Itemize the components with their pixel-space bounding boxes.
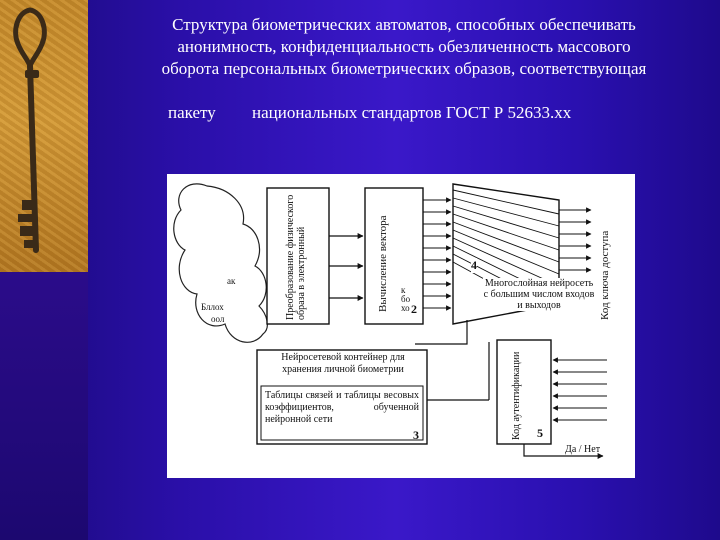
- block-image-conversion: [266, 187, 330, 325]
- cloud-text-a: ак: [227, 276, 236, 286]
- slide-title-line-1: Структура биометрических автоматов, спос…: [172, 15, 636, 34]
- block2-sub-label: к бо хо: [401, 285, 411, 313]
- block-auth-code: [496, 339, 552, 445]
- neuro-number: 4: [471, 258, 477, 273]
- cloud-text-c: оол: [211, 314, 225, 324]
- slide-title-line-2: анонимность, конфиденциальность обезличе…: [177, 37, 631, 56]
- block1-label: Преобразование физического образа в элек…: [285, 194, 307, 320]
- auth-code-label: Код аутентификации: [511, 351, 522, 440]
- slide-title-word-right: национальных стандартов ГОСТ Р 52633.хх: [252, 103, 572, 122]
- access-code-label: Код ключа доступа: [599, 230, 611, 320]
- yes-no-label: Да / Нет: [565, 444, 601, 455]
- slide-title-word-left: пакету: [168, 103, 216, 122]
- tables-label: Таблицы связей и таблицы весовых коэффиц…: [265, 390, 419, 425]
- block-weight-tables: [260, 385, 424, 441]
- block-vector-computation: [364, 187, 424, 325]
- block2-label: Вычисление вектора: [377, 215, 389, 312]
- slide-title-line-3: оборота персональных биометрических обра…: [161, 59, 647, 78]
- antique-key-image: [13, 7, 47, 253]
- container-label: Нейросетевой контейнер для хранения личн…: [281, 352, 405, 375]
- diagram-drawing: [173, 183, 607, 459]
- container-number: 3: [413, 428, 419, 442]
- neuro-label: Многослойная нейросеть с большим числом …: [483, 278, 595, 311]
- biometric-structure-diagram: Преобразование физического образа в элек…: [167, 174, 635, 478]
- auth-number: 5: [537, 426, 543, 440]
- block2-number: 2: [411, 302, 417, 316]
- sidebar-lower-band: [0, 272, 88, 540]
- biometric-cloud-shape: [173, 183, 268, 343]
- cloud-text-b: Бллох: [201, 302, 224, 312]
